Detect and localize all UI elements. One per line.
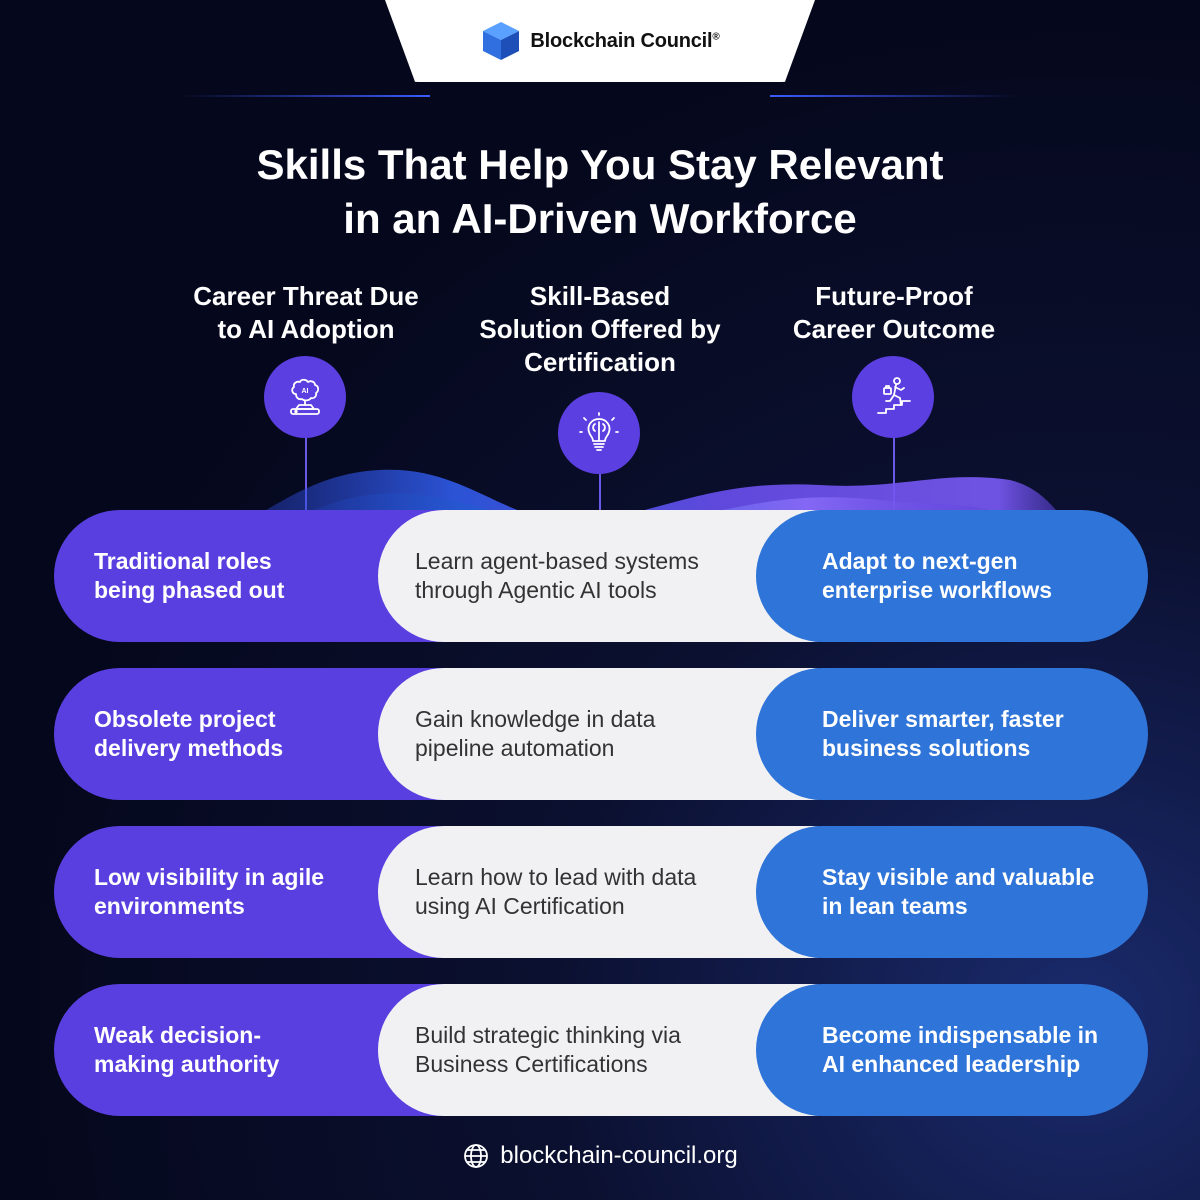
outcome-icon-circle bbox=[852, 356, 934, 438]
outcome-cell bbox=[756, 826, 1148, 958]
brand-name: Blockchain Council® bbox=[530, 29, 720, 52]
stem-solution bbox=[599, 470, 601, 510]
page-title: Skills That Help You Stay Relevant in an… bbox=[256, 141, 944, 242]
table-row: Weak decision-making authority Build str… bbox=[54, 984, 1148, 1116]
footer: blockchain-council.org bbox=[0, 1142, 1200, 1170]
header-line-left bbox=[180, 95, 430, 97]
climbing-stairs-icon bbox=[877, 377, 911, 414]
threat-text: Weak decision-making authority bbox=[94, 1022, 280, 1077]
outcome-cell bbox=[756, 510, 1148, 642]
lightbulb-brain-icon bbox=[579, 412, 619, 451]
cube-logo-icon bbox=[483, 22, 520, 60]
ai-brain-icon: AI bbox=[290, 378, 320, 415]
solution-icon-circle bbox=[558, 392, 640, 474]
column-header-solution: Skill-Based Solution Offered by Certific… bbox=[479, 281, 721, 377]
column-header-threat: Career Threat Due to AI Adoption bbox=[193, 281, 419, 344]
outcome-cell bbox=[756, 984, 1148, 1116]
svg-text:AI: AI bbox=[302, 388, 309, 395]
stem-outcome bbox=[893, 420, 895, 510]
header-line-right bbox=[770, 95, 1020, 97]
footer-url-link[interactable]: blockchain-council.org bbox=[500, 1142, 738, 1169]
column-header-outcome: Future-Proof Career Outcome bbox=[792, 281, 996, 344]
globe-icon bbox=[464, 1144, 489, 1168]
threat-icon-circle: AI bbox=[264, 356, 346, 438]
stem-threat bbox=[305, 438, 307, 510]
logo-tab[interactable]: Blockchain Council® bbox=[385, 0, 815, 82]
outcome-cell bbox=[756, 668, 1148, 800]
